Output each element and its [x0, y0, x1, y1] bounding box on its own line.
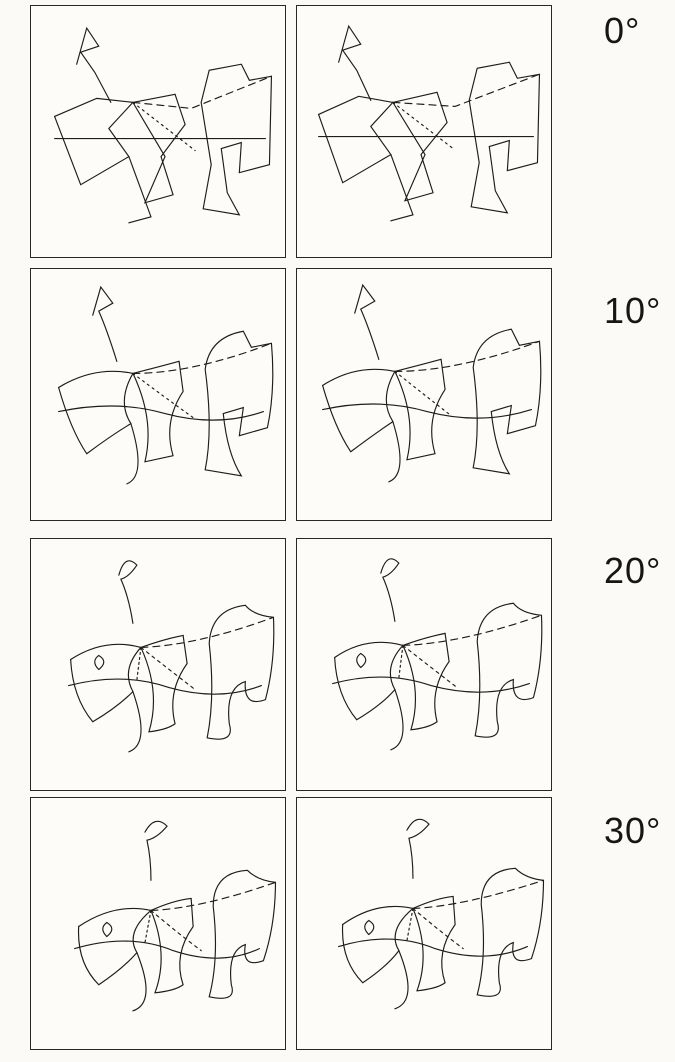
stimulus-panel-left [30, 797, 286, 1050]
stimulus-panel-left [30, 538, 286, 791]
line-drawing [54, 26, 273, 224]
stimulus-panel-left [30, 268, 286, 521]
stimulus-panel-right [296, 268, 552, 521]
line-drawing [322, 283, 542, 483]
line-drawing [58, 285, 274, 485]
line-drawing [318, 24, 541, 222]
rotation-label: 10° [604, 290, 662, 331]
line-drawing [74, 820, 277, 1012]
rotation-label: 20° [604, 550, 662, 591]
rotation-label: 0° [604, 10, 641, 51]
stimulus-panel-right [296, 5, 552, 258]
stimulus-panel-right [296, 797, 552, 1050]
rotation-label: 30° [604, 810, 662, 851]
line-drawing [338, 818, 545, 1010]
stimulus-panel-left [30, 5, 286, 258]
stimulus-panel-right [296, 538, 552, 791]
line-drawing [332, 558, 543, 751]
line-drawing [68, 560, 275, 753]
